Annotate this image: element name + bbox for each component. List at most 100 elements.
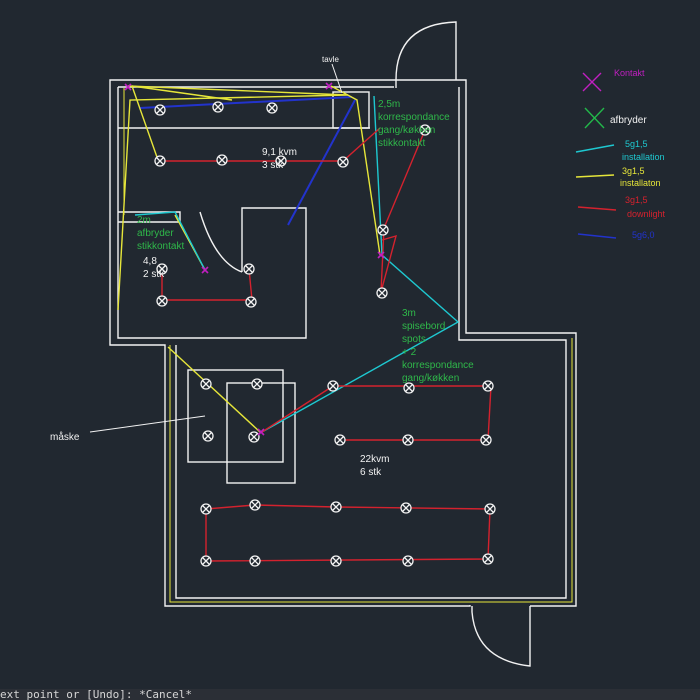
legend-kontakt-icon [582,72,602,92]
door-top [395,21,457,88]
downlight-fixture-icon [243,263,255,275]
legend-5g6-label: 5g6,0 [632,230,655,240]
downlight-fixture-icon [480,434,492,446]
command-line[interactable]: ext point or [Undo]: *Cancel* [0,689,700,700]
downlight-fixture-icon [402,555,414,567]
blue-run-diagonal [287,99,356,226]
yellow-run-e [131,85,233,101]
downlight-fixtures [154,101,496,567]
yellow-run-a [131,85,159,161]
kontakt-marker [257,428,265,436]
downlight-fixture-icon [402,434,414,446]
note-mid-line4: + 2 [402,347,417,358]
downlight-fixture-icon [156,263,168,275]
kontakt-marker [377,251,385,259]
downlight-fixture-icon [200,555,212,567]
note-left-line1: 2m [137,215,151,226]
legend-3g15-line2: installaton [620,178,661,188]
wall-inner-lower [117,87,307,339]
note-mid-line6: gang/køkken [402,373,459,384]
downlight-fixture-icon [330,555,342,567]
furniture-box-1 [187,369,284,463]
legend-downlight-line1: 3g1,5 [625,195,648,205]
downlight-fixture-icon [419,124,431,136]
note-mid-line5: korrespondance [402,360,474,371]
downlight-fixture-icon [245,296,257,308]
area-small-size: 4,8 [143,256,157,267]
downlight-fixture-icon [377,224,389,236]
downlight-fixture-icon [154,155,166,167]
area-small-count: 2 stk [143,269,165,280]
cable-5g15 [134,95,460,433]
downlight-fixture-icon [156,295,168,307]
downlight-fixture-icon [154,104,166,116]
note-top-line3: gang/køkken [378,125,435,136]
legend-afbryder-icon [584,107,605,129]
note-top-line2: korrespondance [378,112,450,123]
maaske-leader [89,415,206,433]
downlight-fixture-icon [400,502,412,514]
curved-counter [199,211,243,273]
note-mid-line2: spisebord [402,321,445,332]
note-top-line1: 2,5m [378,99,400,110]
downlight-fixture-icon [403,382,415,394]
legend-3g15-line1: 3g1,5 [622,166,645,176]
downlight-fixture-icon [249,499,261,511]
legend-downlight-line2: downlight [627,209,666,219]
kontakt-marker [201,266,209,274]
note-mid-line3: spots [402,334,426,345]
downlight-fixture-icon [216,154,228,166]
cyan-run-left [134,211,206,271]
legend-downlight-swatch [577,206,617,211]
downlight-fixture-icon [248,431,260,443]
downlight-fixture-icon [484,503,496,515]
wall-inner-right [175,87,567,599]
maaske-label: måske [50,431,80,443]
tavle-leader [331,63,343,94]
legend-5g6-swatch [577,233,617,239]
cable-5g6 [139,96,356,226]
downlight-fixture-icon [482,553,494,565]
note-left-line2: afbryder [137,228,174,239]
yellow-run-c [330,85,381,256]
yellow-run-d [167,346,261,433]
kontakt-marker [325,82,333,90]
yellow-run-top [117,85,349,311]
wall-outer-right [396,79,577,607]
downlight-fixture-icon [334,434,346,446]
note-mid-line1: 3m [402,308,416,319]
command-line-text: ext point or [Undo]: *Cancel* [0,689,193,700]
small-room-header [118,211,181,223]
walls [109,21,577,667]
annotations: tavle 2,5m korrespondance gang/køkken st… [50,55,474,478]
door-bottom [471,606,531,667]
downlight-fixture-icon [482,380,494,392]
kontakt-markers [124,82,385,436]
downlight-fixture-icon [249,555,261,567]
legend: Kontakt afbryder 5g1,5 installation 3g1,… [575,68,666,240]
cyan-run-main [261,95,460,433]
downlight-fixture-icon [251,378,263,390]
downlight-fixture-icon [327,380,339,392]
legend-afbryder-label: afbryder [610,115,647,126]
note-left-line3: stikkontakt [137,241,184,252]
downlight-fixture-icon [200,378,212,390]
note-top-line4: stikkontakt [378,138,425,149]
downlight-fixture-icon [202,430,214,442]
downlight-fixture-icon [337,156,349,168]
area-kitchen-size: 9,1 kvm [262,147,297,158]
red-run-small-room [161,268,253,301]
downlight-fixture-icon [266,102,278,114]
area-living-size: 22kvm [360,454,389,465]
downlight-fixture-icon [376,287,388,299]
downlight-fixture-icon [330,501,342,513]
wall-outer-left [109,79,471,607]
downlight-fixture-icon [200,503,212,515]
area-kitchen-count: 3 stk [262,160,284,171]
area-living-count: 6 stk [360,467,382,478]
kontakt-marker [124,83,132,91]
blue-run-top [139,96,353,109]
tavle-box [332,91,370,129]
